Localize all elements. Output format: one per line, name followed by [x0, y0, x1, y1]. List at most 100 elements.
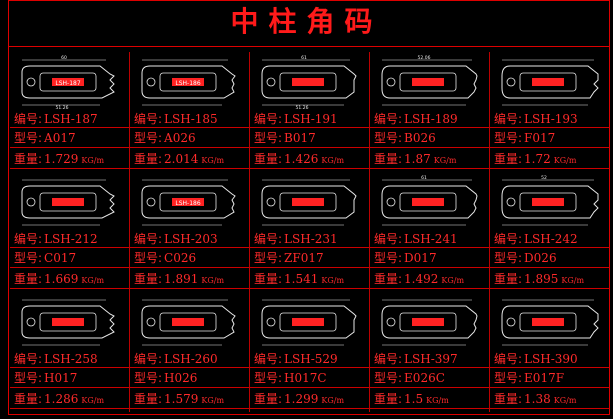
- profile-outline: [501, 185, 599, 219]
- model-row: 型号:C026: [134, 251, 196, 265]
- profile-inner-outline: [159, 312, 217, 332]
- weight-label: 重量:: [14, 272, 43, 286]
- model-value: H017: [44, 371, 78, 385]
- profile-outline: [141, 185, 236, 219]
- row-divider: [490, 247, 610, 248]
- model-row: 型号:ZF017: [254, 251, 324, 265]
- model-label: 型号:: [374, 131, 403, 145]
- profile-hole: [146, 77, 156, 87]
- weight-value: 1.541: [284, 272, 319, 286]
- profile-label-plate: [412, 198, 444, 206]
- model-row: 型号:H026: [134, 371, 197, 385]
- profile-inner-outline: [279, 72, 337, 92]
- row-divider: [250, 367, 369, 368]
- dimension-top-value: 60: [61, 55, 67, 61]
- profile-hole: [266, 197, 276, 207]
- weight-unit: KG/m: [81, 276, 105, 285]
- profile-hole: [266, 77, 276, 87]
- code-value: LSH-242: [524, 232, 578, 246]
- model-value: H017C: [284, 371, 327, 385]
- code-value: LSH-260: [164, 352, 218, 366]
- weight-unit: KG/m: [553, 396, 577, 405]
- profile-label-plate: [172, 78, 204, 86]
- profile-drawing: [261, 179, 357, 226]
- code-value: LSH-185: [164, 112, 218, 126]
- code-row: 编号:LSH-260: [134, 352, 218, 366]
- model-value: E017F: [524, 371, 565, 385]
- code-label: 编号:: [254, 232, 283, 246]
- code-label: 编号:: [254, 112, 283, 126]
- profile-inner-outline: [39, 312, 97, 332]
- profile-outline: [261, 305, 357, 339]
- code-row: 编号:LSH-187: [14, 112, 98, 126]
- code-label: 编号:: [494, 352, 523, 366]
- model-value: D026: [524, 251, 557, 265]
- profile-outline: [21, 65, 115, 99]
- row-divider: [490, 267, 610, 268]
- row-divider: [10, 168, 129, 169]
- profile-outline: [21, 185, 115, 219]
- profile-inner-outline: [399, 72, 457, 92]
- profile-hole: [26, 197, 36, 207]
- code-row: 编号:LSH-193: [494, 112, 578, 126]
- weight-value: 1.286: [44, 392, 79, 406]
- model-label: 型号:: [494, 251, 523, 265]
- code-value: LSH-212: [44, 232, 98, 246]
- row-divider: [250, 168, 369, 169]
- code-label: 编号:: [14, 352, 43, 366]
- profile-inner-outline: [519, 72, 577, 92]
- model-label: 型号:: [14, 131, 43, 145]
- row-divider: [490, 127, 610, 128]
- weight-value: 1.426: [284, 152, 319, 166]
- code-value: LSH-231: [284, 232, 338, 246]
- weight-unit: KG/m: [441, 276, 465, 285]
- model-row: 型号:C017: [14, 251, 76, 265]
- row-divider: [10, 387, 129, 388]
- weight-unit: KG/m: [433, 156, 457, 165]
- weight-value: 1.87: [404, 152, 431, 166]
- profile-outline: [141, 65, 236, 99]
- code-row: 编号:LSH-390: [494, 352, 578, 366]
- row-divider: [130, 408, 249, 409]
- row-divider: [490, 147, 610, 148]
- code-row: 编号:LSH-529: [254, 352, 338, 366]
- code-row: 编号:LSH-258: [14, 352, 98, 366]
- model-value: F017: [524, 131, 556, 145]
- profile-label-plate: [292, 78, 324, 86]
- profile-drawing: [21, 179, 115, 226]
- code-label: 编号:: [254, 352, 283, 366]
- profile-hole: [26, 317, 36, 327]
- model-label: 型号:: [254, 251, 283, 265]
- row-divider: [130, 288, 249, 289]
- code-value: LSH-189: [404, 112, 458, 126]
- code-value: LSH-203: [164, 232, 218, 246]
- profile-outline: [381, 185, 478, 219]
- weight-value: 1.299: [284, 392, 319, 406]
- model-row: 型号:B026: [374, 131, 436, 145]
- row-divider: [250, 288, 369, 289]
- code-value: LSH-193: [524, 112, 578, 126]
- profile-inner-outline: [39, 72, 97, 92]
- profile-drawing: [21, 299, 115, 346]
- profile-label-plate: [292, 198, 324, 206]
- profile-drawing: 61: [381, 175, 478, 226]
- code-label: 编号:: [374, 232, 403, 246]
- code-value: LSH-187: [44, 112, 98, 126]
- row-divider: [370, 147, 489, 148]
- row-divider: [130, 127, 249, 128]
- model-row: 型号:H017: [14, 371, 77, 385]
- profile-label-plate: [532, 318, 564, 326]
- code-row: 编号:LSH-185: [134, 112, 218, 126]
- weight-label: 重量:: [374, 392, 403, 406]
- row-divider: [490, 168, 610, 169]
